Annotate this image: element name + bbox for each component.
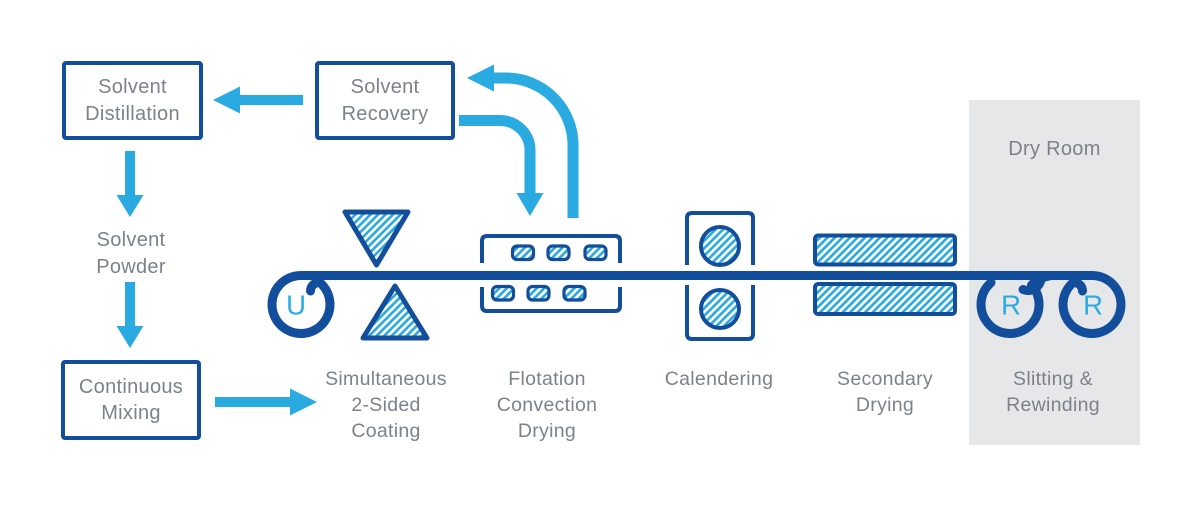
flotation-label-line2: Convection	[496, 394, 598, 417]
calender-icon	[685, 211, 755, 341]
secondary-drying-label-line1: Secondary	[837, 368, 933, 390]
secondary-drying-label-line2: Drying	[855, 394, 915, 417]
flotation-dryer-bottom-chamber	[480, 287, 622, 313]
dryer-nozzle	[526, 284, 551, 302]
unwinder-icon	[267, 271, 355, 338]
station-label-calendering: Calendering	[634, 366, 804, 392]
station-label-slitting-rewinding: Slitting & Rewinding	[968, 366, 1138, 418]
dryer-nozzle	[583, 244, 608, 262]
coating-die-top-icon	[342, 209, 411, 268]
station-label-flotation-drying: Flotation Convection Drying	[462, 366, 632, 445]
flotation-label-line3: Drying	[517, 420, 577, 443]
calender-top-roll-icon	[699, 225, 741, 267]
arrow-solvent-powder-to-mixing-icon	[116, 282, 144, 348]
arrow-recovery-to-distillation-icon	[213, 86, 303, 114]
station-label-secondary-drying: Secondary Drying	[800, 366, 970, 418]
calender-bottom-housing	[685, 285, 755, 341]
calender-bottom-roll-icon	[699, 288, 741, 330]
unwinder-letter: U	[286, 290, 306, 321]
flotation-dryer-icon	[480, 234, 622, 313]
solvent-recovery-label-line2: Recovery	[341, 102, 429, 125]
solvent-distillation-box: Solvent Distillation	[62, 61, 203, 140]
solvent-distillation-label-line1: Solvent	[98, 76, 167, 98]
secondary-dryer-icon	[813, 233, 957, 316]
arrow-mixing-to-coating-icon	[215, 388, 317, 416]
dryer-nozzle	[546, 244, 571, 262]
secondary-dryer-top-icon	[813, 233, 957, 267]
solvent-powder-label: Solvent Powder	[66, 227, 196, 280]
solvent-distillation-label-line2: Distillation	[85, 102, 180, 125]
dryer-nozzle	[510, 244, 536, 262]
station-label-coating: Simultaneous 2-Sided Coating	[301, 366, 471, 445]
arrow-recovery-to-dryer-icon	[459, 115, 544, 216]
rewinder-right-letter: R	[1083, 290, 1103, 321]
dryer-nozzle	[490, 284, 516, 302]
flotation-label-line1: Flotation	[508, 368, 586, 390]
slitting-label-line2: Rewinding	[1006, 394, 1100, 417]
dryer-nozzle	[562, 284, 587, 302]
arrow-distillation-to-solvent-powder-icon	[116, 151, 144, 217]
arrow-dryer-to-recovery-icon	[467, 64, 579, 218]
solvent-recovery-box: Solvent Recovery	[315, 61, 455, 140]
secondary-dryer-bottom-icon	[813, 282, 957, 316]
rewinder-left-icon	[976, 271, 1054, 338]
continuous-mixing-box: Continuous Mixing	[61, 360, 201, 440]
rewinder-left-letter: R	[1001, 290, 1021, 321]
continuous-mixing-label-line1: Continuous	[78, 375, 184, 398]
solvent-powder-label-line1: Solvent	[96, 229, 166, 251]
calendering-label-line1: Calendering	[664, 368, 774, 390]
dry-room-label: Dry Room	[1008, 138, 1101, 160]
solvent-recovery-label-line1: Solvent	[350, 76, 420, 98]
flotation-dryer-top-chamber	[480, 234, 622, 263]
solvent-powder-label-line2: Powder	[96, 255, 166, 278]
coating-label-line1: Simultaneous	[325, 368, 447, 390]
continuous-mixing-label-line2: Mixing	[101, 402, 161, 424]
coating-label-line2: 2-Sided	[351, 394, 421, 417]
rewinder-right-icon	[1058, 271, 1126, 338]
calender-top-housing	[685, 211, 755, 265]
coating-die-bottom-icon	[360, 283, 430, 341]
coating-label-line3: Coating	[351, 420, 421, 443]
slitting-label-line1: Slitting &	[1013, 368, 1093, 390]
